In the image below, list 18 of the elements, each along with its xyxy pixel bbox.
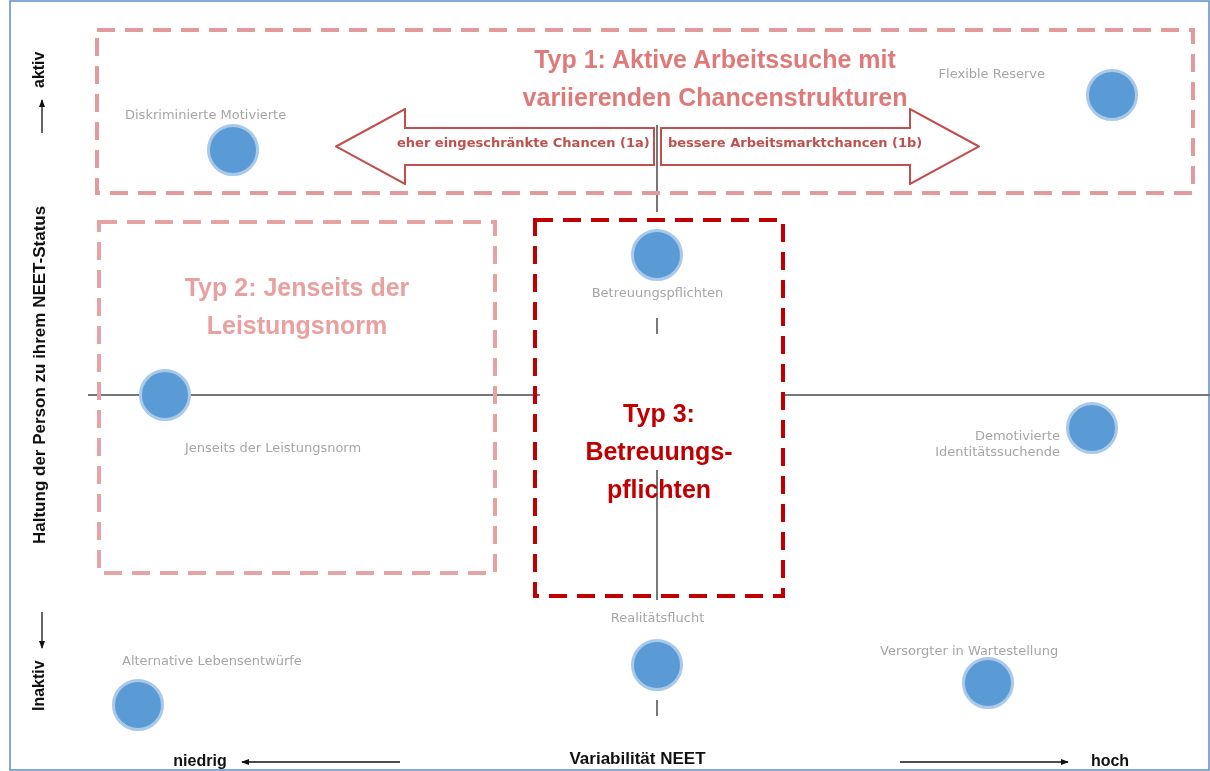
axis-end-label: niedrig bbox=[172, 752, 228, 770]
axis-end-label: Inaktiv bbox=[30, 659, 48, 714]
point-label: Versorgter in Wartestellung bbox=[880, 643, 1060, 659]
point-label: Flexible Reserve bbox=[937, 66, 1045, 82]
axis-end-label: hoch bbox=[1089, 752, 1131, 770]
axis-end-label: aktiv bbox=[30, 50, 48, 91]
axis-title: Variabilität NEET bbox=[568, 749, 707, 769]
axis-title: Haltung der Person zu ihrem NEET-Status bbox=[30, 204, 50, 547]
point-label: Demotivierte Identitätssuchende bbox=[934, 428, 1060, 460]
region-title: Typ 2: Jenseits der Leistungsnorm bbox=[183, 272, 411, 341]
point-label: Jenseits der Leistungsnorm bbox=[185, 440, 363, 456]
point-label: Alternative Lebensentwürfe bbox=[122, 653, 303, 669]
point-label: Realitätsflucht bbox=[609, 610, 706, 626]
point-label: Betreuungspflichten bbox=[590, 285, 725, 301]
region-title: Typ 3: Betreuungs-pflichten bbox=[584, 398, 734, 505]
arrow-label: eher eingeschränkte Chancen (1a) bbox=[397, 135, 647, 150]
point-label: Diskriminierte Motivierte bbox=[125, 107, 288, 123]
region-title: Typ 1: Aktive Arbeitssuche mit variierenden Chancenstrukturen bbox=[521, 44, 909, 113]
